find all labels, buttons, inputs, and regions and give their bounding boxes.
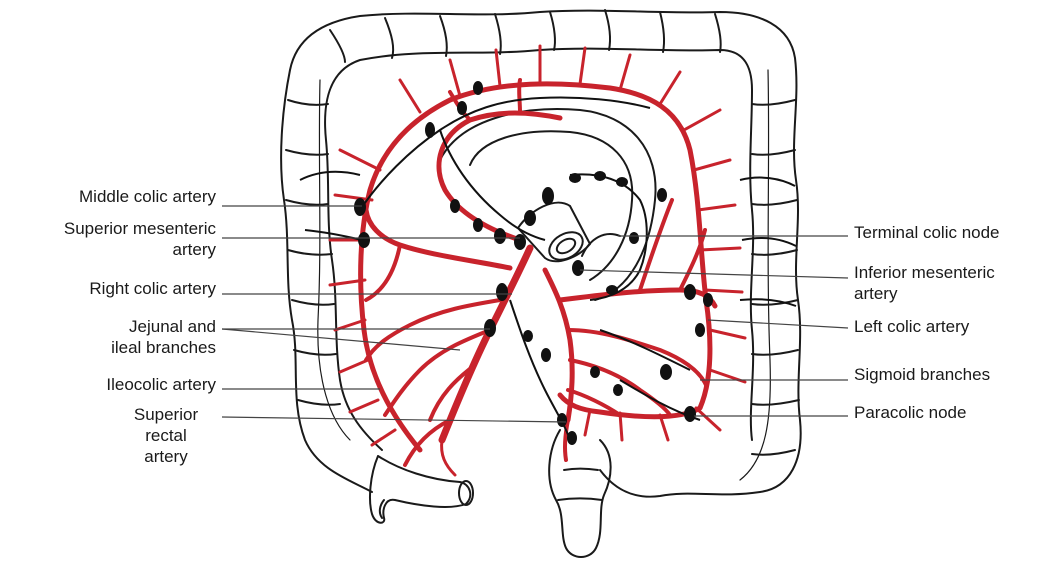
terminal-ileum bbox=[370, 456, 470, 523]
label-text: Right colic artery bbox=[10, 278, 216, 299]
label-inferior-mesenteric-artery: Inferior mesenteric artery bbox=[854, 262, 1054, 304]
label-text: Terminal colic node bbox=[854, 222, 1054, 243]
label-text: artery bbox=[116, 446, 216, 467]
leader-inferior-mesenteric bbox=[580, 270, 848, 278]
label-text: Superior mesenteric bbox=[0, 218, 216, 239]
label-text: artery bbox=[0, 239, 216, 260]
label-right-colic-artery: Right colic artery bbox=[10, 278, 216, 299]
label-ileocolic-artery: Ileocolic artery bbox=[10, 374, 216, 395]
label-terminal-colic-node: Terminal colic node bbox=[854, 222, 1054, 243]
marginal-artery bbox=[361, 84, 710, 450]
label-text: Superior bbox=[116, 404, 216, 425]
label-text: ileal branches bbox=[10, 337, 216, 358]
label-text: rectal bbox=[116, 425, 216, 446]
right-colic-branch bbox=[366, 210, 510, 268]
label-text: Inferior mesenteric bbox=[854, 262, 1054, 283]
label-paracolic-node: Paracolic node bbox=[854, 402, 1054, 423]
leader-jejunal-2 bbox=[222, 329, 460, 350]
rectum bbox=[549, 430, 610, 557]
label-superior-rectal-artery: Superior rectal artery bbox=[116, 404, 216, 467]
lymph-nodes bbox=[354, 81, 713, 445]
label-sigmoid-branches: Sigmoid branches bbox=[854, 364, 1054, 385]
label-text: Left colic artery bbox=[854, 316, 1054, 337]
label-text: Jejunal and bbox=[10, 316, 216, 337]
label-superior-mesenteric-artery: Superior mesenteric artery bbox=[0, 218, 216, 260]
label-jejunal-ileal-branches: Jejunal and ileal branches bbox=[10, 316, 216, 358]
label-text: artery bbox=[854, 283, 1054, 304]
leader-left-colic bbox=[708, 320, 848, 328]
label-text: Middle colic artery bbox=[10, 186, 216, 207]
label-text: Ileocolic artery bbox=[10, 374, 216, 395]
label-text: Paracolic node bbox=[854, 402, 1054, 423]
node-right-colic-region bbox=[358, 232, 370, 248]
node-middle-colic-region bbox=[354, 198, 366, 216]
label-left-colic-artery: Left colic artery bbox=[854, 316, 1054, 337]
node-inferior-mesenteric-region bbox=[684, 284, 696, 300]
label-middle-colic-artery: Middle colic artery bbox=[10, 186, 216, 207]
label-text: Sigmoid branches bbox=[854, 364, 1054, 385]
node-paracolic bbox=[684, 406, 696, 422]
